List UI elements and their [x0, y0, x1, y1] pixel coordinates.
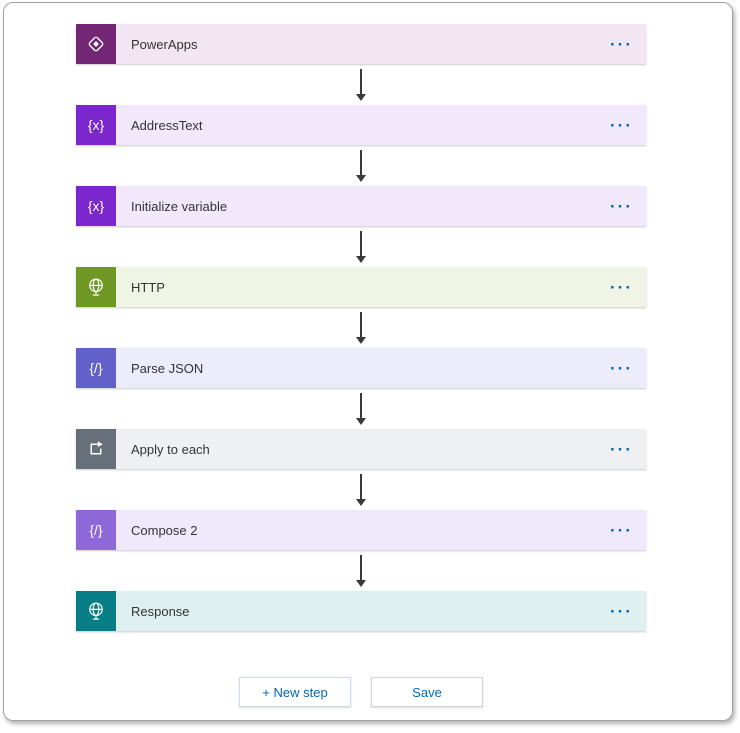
screenshot-frame: PowerApps ··· {x} AddressText ··· {x} In…	[3, 2, 733, 721]
connector-arrow	[76, 388, 646, 429]
connector-arrow	[76, 64, 646, 105]
step-bar: Compose 2 ···	[116, 510, 646, 550]
braces-glyph: {/}	[89, 522, 103, 538]
step-bar: Apply to each ···	[116, 429, 646, 469]
variable-icon: {x}	[76, 105, 116, 145]
step-menu-button[interactable]: ···	[610, 115, 633, 135]
step-bar: Parse JSON ···	[116, 348, 646, 388]
flow-step-initialize-variable[interactable]: {x} Initialize variable ···	[76, 186, 646, 226]
step-label: Apply to each	[131, 441, 210, 457]
step-bar: AddressText ···	[116, 105, 646, 145]
powerapps-icon	[76, 24, 116, 64]
step-menu-button[interactable]: ···	[610, 601, 633, 621]
footer-actions: + New step Save	[76, 677, 646, 707]
flow-step-powerapps[interactable]: PowerApps ···	[76, 24, 646, 64]
flow-step-response[interactable]: Response ···	[76, 591, 646, 631]
variable-glyph: {x}	[87, 117, 105, 133]
step-menu-button[interactable]: ···	[610, 277, 633, 297]
step-menu-button[interactable]: ···	[610, 196, 633, 216]
variable-icon: {x}	[76, 186, 116, 226]
globe-icon	[76, 591, 116, 631]
step-bar: Initialize variable ···	[116, 186, 646, 226]
flow-canvas: PowerApps ··· {x} AddressText ··· {x} In…	[76, 24, 646, 707]
globe-icon	[76, 267, 116, 307]
step-menu-button[interactable]: ···	[610, 34, 633, 54]
step-menu-button[interactable]: ···	[610, 358, 633, 378]
connector-arrow	[76, 226, 646, 267]
step-menu-button[interactable]: ···	[610, 520, 633, 540]
step-label: Initialize variable	[131, 198, 228, 214]
flow-step-apply-to-each[interactable]: Apply to each ···	[76, 429, 646, 469]
new-step-button[interactable]: + New step	[239, 677, 351, 707]
step-bar: PowerApps ···	[116, 24, 646, 64]
connector-arrow	[76, 145, 646, 186]
connector-arrow	[76, 550, 646, 591]
step-bar: HTTP ···	[116, 267, 646, 307]
step-bar: Response ···	[116, 591, 646, 631]
step-menu-button[interactable]: ···	[610, 439, 633, 459]
connector-arrow	[76, 469, 646, 510]
step-label: Compose 2	[131, 522, 198, 538]
braces-icon: {/}	[76, 510, 116, 550]
flow-step-compose-2[interactable]: {/} Compose 2 ···	[76, 510, 646, 550]
loop-icon	[76, 429, 116, 469]
flow-step-http[interactable]: HTTP ···	[76, 267, 646, 307]
braces-icon: {/}	[76, 348, 116, 388]
flow-step-parse-json[interactable]: {/} Parse JSON ···	[76, 348, 646, 388]
step-label: Response	[131, 603, 190, 619]
connector-arrow	[76, 307, 646, 348]
flow-step-addresstext[interactable]: {x} AddressText ···	[76, 105, 646, 145]
braces-glyph: {/}	[89, 360, 103, 376]
variable-glyph: {x}	[87, 198, 105, 214]
step-label: HTTP	[131, 279, 165, 295]
step-label: PowerApps	[131, 36, 198, 52]
step-label: Parse JSON	[131, 360, 204, 376]
step-label: AddressText	[131, 117, 203, 133]
save-button[interactable]: Save	[371, 677, 483, 707]
